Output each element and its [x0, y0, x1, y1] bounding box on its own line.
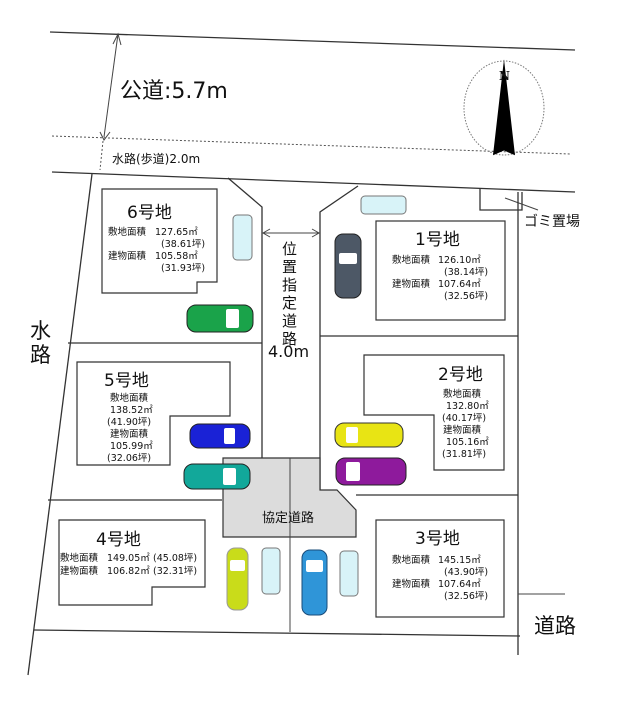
svg-text:107.64㎡: 107.64㎡ — [438, 579, 481, 590]
svg-text:127.65㎡: 127.65㎡ — [155, 227, 198, 238]
svg-text:(43.90坪): (43.90坪) — [444, 566, 488, 578]
garbage-leader-line — [504, 197, 539, 211]
lot-6: 6号地 敷地面積 127.65㎡ (38.61坪) 建物面積 105.58㎡ (… — [101, 188, 218, 294]
lot-6-title: 6号地 — [127, 203, 172, 223]
lot-2: 2号地 敷地面積 132.80㎡ (40.17坪) 建物面積 105.16㎡ (… — [363, 354, 505, 471]
svg-text:(32.31坪): (32.31坪) — [153, 565, 197, 577]
svg-text:145.15㎡: 145.15㎡ — [438, 555, 481, 566]
svg-text:149.05㎡: 149.05㎡ — [107, 553, 150, 564]
arrow-head-icon — [112, 32, 122, 46]
car-icon-pale — [339, 550, 359, 597]
site-left-boundary — [27, 173, 93, 676]
public-road-label: 公道:5.7m — [120, 79, 228, 104]
lot-3-building — [375, 519, 505, 618]
svg-text:105.16㎡: 105.16㎡ — [446, 437, 489, 448]
svg-text:138.52㎡: 138.52㎡ — [110, 405, 153, 416]
lot-5-title: 5号地 — [104, 371, 149, 391]
svg-text:敷地面積: 敷地面積 — [392, 254, 431, 266]
arrow-head-icon — [261, 228, 321, 238]
svg-text:敷地面積: 敷地面積 — [110, 392, 149, 404]
car-icon-yellow — [334, 422, 404, 448]
svg-text:指: 指 — [282, 276, 297, 294]
lot-1-title: 1号地 — [415, 230, 460, 250]
designated-road-label: 位 置 指 定 道 路 4.0m — [268, 240, 309, 361]
site-top-boundary — [51, 171, 576, 193]
lot-3: 3号地 敷地面積 145.15㎡ (43.90坪) 建物面積 107.64㎡ (… — [375, 519, 505, 618]
lot-1-building — [375, 220, 506, 321]
lot-4-building — [58, 519, 206, 606]
lot-3-title: 3号地 — [415, 529, 460, 549]
car-icon-purple — [335, 457, 407, 486]
svg-text:建物面積: 建物面積 — [443, 424, 482, 436]
svg-text:(38.61坪): (38.61坪) — [161, 238, 205, 250]
svg-text:建物面積: 建物面積 — [110, 428, 149, 440]
road-right-edge — [319, 185, 359, 490]
lot-6-building — [101, 188, 218, 294]
road-left-edge — [227, 177, 263, 490]
car-icon-sky — [301, 549, 328, 616]
lot-6-land-label: 敷地面積 — [108, 226, 147, 238]
public-road-dimension — [103, 33, 119, 138]
waterway-side-label-2: 路 — [30, 343, 51, 367]
car-icon-teal — [183, 463, 251, 490]
car-icon-blue — [189, 423, 251, 449]
svg-text:(32.56坪): (32.56坪) — [444, 590, 488, 602]
svg-text:105.58㎡: 105.58㎡ — [155, 251, 198, 262]
agreement-road-label: 協定道路 — [262, 510, 314, 526]
waterway-dimension — [99, 140, 104, 171]
car-icon-pale — [360, 195, 407, 215]
lot-4: 4号地 敷地面積 149.05㎡ (45.08坪) 建物面積 106.82㎡ (… — [58, 519, 206, 606]
svg-text:(32.06坪): (32.06坪) — [107, 452, 151, 464]
waterway-label: 水路(歩道)2.0m — [112, 151, 200, 166]
svg-text:(41.90坪): (41.90坪) — [107, 416, 151, 428]
svg-text:道: 道 — [282, 312, 297, 330]
side-road-label: 道路 — [534, 614, 576, 638]
svg-text:107.64㎡: 107.64㎡ — [438, 279, 481, 290]
svg-text:置: 置 — [282, 258, 297, 276]
svg-text:132.80㎡: 132.80㎡ — [446, 401, 489, 412]
car-icon-green — [186, 304, 254, 333]
car-icon-lime — [226, 547, 249, 611]
svg-text:105.99㎡: 105.99㎡ — [110, 441, 153, 452]
svg-text:(40.17坪): (40.17坪) — [442, 412, 486, 424]
public-road-top-edge — [49, 31, 576, 51]
car-icon-pale — [261, 547, 281, 595]
svg-text:敷地面積: 敷地面積 — [392, 554, 431, 566]
car-icon-gray — [334, 233, 362, 299]
lot-2-title: 2号地 — [438, 365, 483, 385]
svg-text:(31.93坪): (31.93坪) — [161, 262, 205, 274]
lot-5-building — [76, 361, 231, 466]
svg-text:(32.56坪): (32.56坪) — [444, 290, 488, 302]
lot-4-title: 4号地 — [96, 530, 141, 550]
site-bottom-boundary — [33, 629, 521, 637]
svg-text:建物面積: 建物面積 — [392, 578, 431, 590]
designated-road-width: 4.0m — [268, 342, 309, 361]
north-compass-icon: N — [463, 59, 545, 156]
svg-text:定: 定 — [282, 294, 297, 312]
svg-text:建物面積: 建物面積 — [108, 250, 147, 262]
lot-2-building — [363, 354, 505, 471]
svg-text:敷地面積: 敷地面積 — [443, 388, 482, 400]
svg-text:敷地面積: 敷地面積 — [60, 552, 99, 564]
compass-n-label: N — [499, 69, 510, 83]
arrow-head-icon — [99, 131, 111, 141]
lot-1: 1号地 敷地面積 126.10㎡ (38.14坪) 建物面積 107.64㎡ (… — [375, 220, 506, 321]
svg-text:位: 位 — [282, 240, 297, 258]
svg-text:106.82㎡: 106.82㎡ — [107, 566, 150, 577]
svg-text:路: 路 — [282, 330, 297, 348]
lot-5: 5号地 敷地面積 138.52㎡ (41.90坪) 建物面積 105.99㎡ (… — [76, 361, 231, 466]
svg-text:(31.81坪): (31.81坪) — [442, 448, 486, 460]
car-icon-pale — [232, 214, 253, 261]
svg-text:(45.08坪): (45.08坪) — [153, 552, 197, 564]
svg-text:建物面積: 建物面積 — [60, 565, 99, 577]
garbage-area — [479, 188, 523, 211]
garbage-label: ゴミ置場 — [524, 213, 580, 230]
svg-text:(38.14坪): (38.14坪) — [444, 266, 488, 278]
svg-text:建物面積: 建物面積 — [392, 278, 431, 290]
waterway-side-label-1: 水 — [30, 319, 51, 343]
svg-text:126.10㎡: 126.10㎡ — [438, 255, 481, 266]
